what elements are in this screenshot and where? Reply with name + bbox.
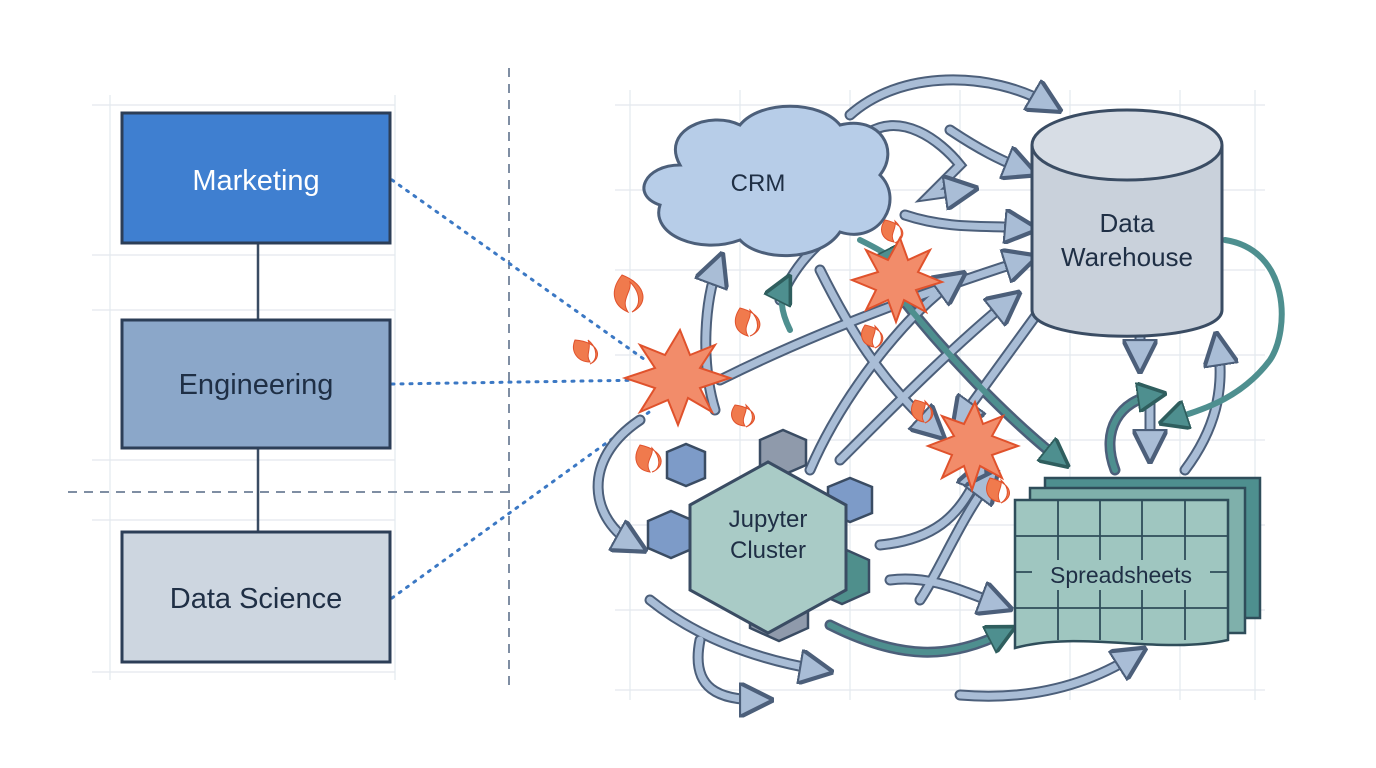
spreadsheets-stack: Spreadsheets [1013,476,1262,650]
department-data-science: Data Science [120,530,392,664]
spreadsheets-label: Spreadsheets [1050,562,1192,588]
flame-icon [573,219,1010,504]
marketing-label: Marketing [192,165,319,197]
dotted-links [390,178,654,600]
department-marketing: Marketing [120,111,392,245]
department-engineering: Engineering [120,318,392,450]
hex-node [665,442,707,488]
jupyter-label-line1: Jupyter [729,506,808,533]
hex-node [646,509,696,560]
data-science-label: Data Science [170,583,343,615]
conflict-burst-icon [925,399,1021,494]
warehouse-label-line1: Data [1100,208,1155,238]
crm-cloud: CRM [642,104,892,257]
jupyter-hexagon [688,460,848,635]
warehouse-label-line2: Warehouse [1061,242,1193,272]
engineering-label: Engineering [179,369,334,401]
data-warehouse-cylinder: Data Warehouse [1030,108,1224,338]
jupyter-label-line2: Cluster [730,537,806,564]
conflict-burst-icon [621,327,734,428]
conflict-burst-icon [849,235,945,325]
jupyter-cluster: Jupyter Cluster [646,428,874,643]
crm-label: CRM [731,170,786,197]
